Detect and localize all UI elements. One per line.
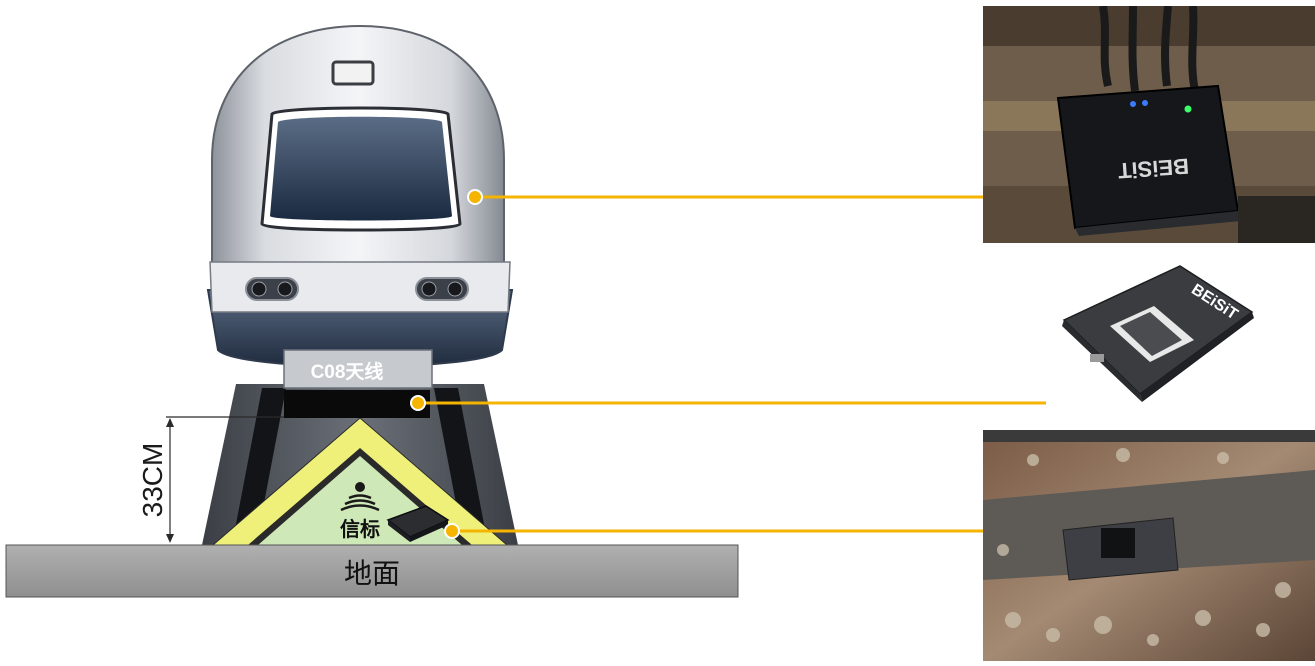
beacon-tag: [386, 505, 450, 542]
roof-light: [331, 60, 375, 86]
height-dimension: 33CM: [137, 416, 284, 543]
headlight-right: [415, 277, 469, 301]
ground: 地面: [5, 544, 739, 598]
antenna-unit: [284, 390, 430, 418]
height-label: 33CM: [137, 443, 168, 518]
antenna-label: C08天线: [311, 360, 384, 383]
beacon-label: 信标: [340, 517, 380, 541]
antenna-photo: BEiSiT: [1046, 262, 1315, 405]
train-front: [206, 24, 514, 368]
beacon-photo: [983, 430, 1315, 661]
beacon-group: 信标: [340, 482, 450, 542]
signal-icon: [340, 482, 380, 512]
antenna-plate: C08天线: [283, 349, 433, 389]
headlight-left: [245, 277, 299, 301]
ground-label: 地面: [344, 558, 400, 589]
controller-brand: BEiSiT: [1117, 154, 1190, 184]
controller-photo: BEiSiT: [983, 6, 1315, 243]
